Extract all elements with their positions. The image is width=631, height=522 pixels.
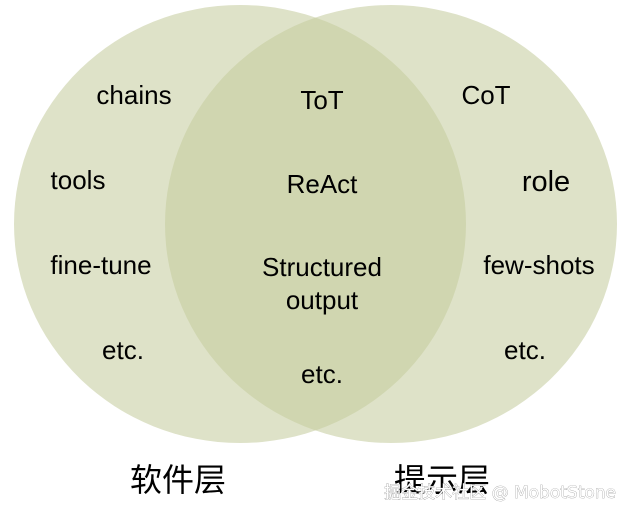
left-item-tools: tools xyxy=(51,165,106,195)
right-item-cot: CoT xyxy=(461,80,510,110)
right-item-role: role xyxy=(522,166,570,198)
overlap-item-react: ReAct xyxy=(287,169,359,199)
left-item-fine-tune: fine-tune xyxy=(50,250,151,280)
watermark-text: 掘金技术社区 @ MobotStone xyxy=(384,483,616,503)
overlap-item-etc: etc. xyxy=(301,359,343,389)
left-set-caption: 软件层 xyxy=(130,461,226,499)
right-item-few-shots: few-shots xyxy=(483,250,594,280)
left-item-chains: chains xyxy=(96,80,171,110)
right-item-etc: etc. xyxy=(504,335,546,365)
right-set-caption: 提示层 xyxy=(394,461,490,499)
left-item-etc: etc. xyxy=(102,335,144,365)
overlap-item-output: output xyxy=(286,285,359,315)
overlap-region xyxy=(165,5,466,443)
overlap-item-tot: ToT xyxy=(300,85,343,115)
overlap-item-structured: Structured xyxy=(262,252,382,282)
